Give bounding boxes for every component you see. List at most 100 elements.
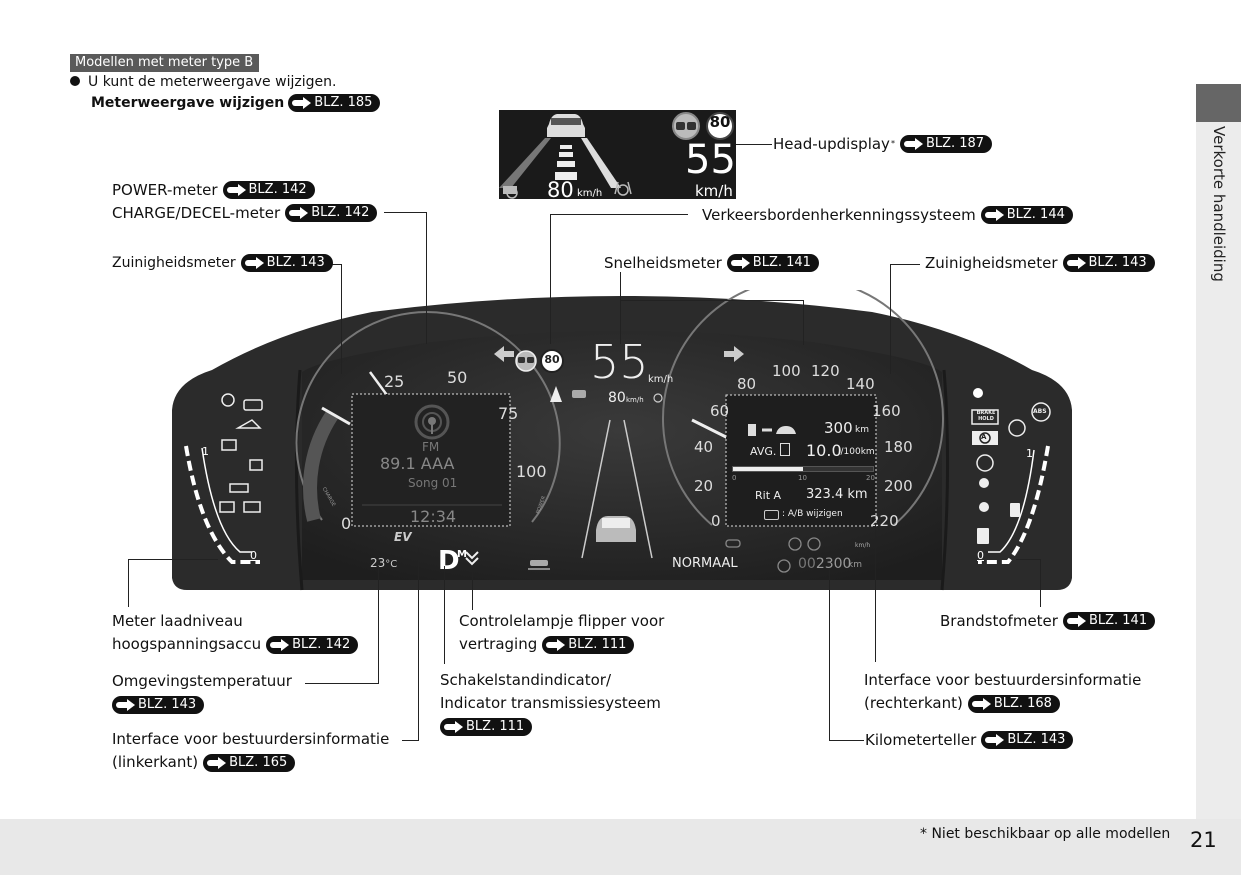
auto-high-beam-icon — [221, 439, 237, 451]
side-tab — [1196, 84, 1241, 819]
airbag-icon — [979, 478, 989, 488]
lane-keep-icon — [614, 181, 632, 196]
right-warning-icons — [971, 388, 1051, 544]
callout-odometer-label: Kilometerteller — [865, 731, 977, 749]
odometer-value: 2300 — [815, 556, 852, 572]
page-ref-badge[interactable]: BLZ. 165 — [203, 753, 296, 772]
callout-temperature: Omgevingstemperatuur BLZ. 143 — [112, 670, 292, 716]
callout-power: POWER-meter BLZ. 142 — [112, 180, 315, 200]
callout-dii-right: Interface voor bestuurdersinformatie (re… — [864, 669, 1141, 715]
parking-lights-icon — [229, 483, 249, 493]
callout-paddle-line1: Controlelampje flipper voor — [459, 612, 665, 630]
page-ref-text: BLZ. 142 — [248, 182, 307, 197]
speed-tick: 60 — [710, 402, 730, 420]
consumption-bar — [732, 466, 874, 472]
page-ref-text: BLZ. 143 — [1007, 732, 1066, 747]
side-tab-label: Verkorte handleiding — [1210, 126, 1228, 282]
battery-level-gauge — [184, 445, 260, 564]
callout-fuel-label: Brandstofmeter — [940, 612, 1058, 630]
page-ref-badge[interactable]: BLZ. 141 — [726, 254, 819, 272]
arrow-right-icon — [724, 346, 744, 362]
dii-right-box — [725, 394, 877, 527]
page-ref-badge[interactable]: BLZ. 168 — [967, 694, 1060, 713]
page-ref-badge[interactable]: BLZ. 143 — [981, 731, 1074, 749]
arrow-icon — [984, 209, 1005, 221]
page-ref-badge[interactable]: BLZ. 141 — [1062, 612, 1156, 630]
change-display-label: Meterweergave wijzigen — [91, 95, 285, 111]
check-engine-icon — [243, 399, 263, 411]
page-ref-badge[interactable]: BLZ. 143 — [112, 695, 205, 714]
callout-dii-right-line2: (rechterkant) — [864, 694, 963, 712]
speed-tick: 80 — [737, 375, 757, 393]
callout-fuel: Brandstofmeter BLZ. 141 — [940, 611, 1156, 631]
battery-full-label: 1 — [202, 445, 209, 458]
page-ref-badge[interactable]: BLZ. 142 — [266, 635, 359, 654]
callout-dii-left: Interface voor bestuurdersinformatie (li… — [112, 728, 389, 774]
info-icon — [788, 537, 802, 551]
hud-lane-right — [581, 138, 621, 188]
fuel-full-label: 1 — [1026, 447, 1033, 460]
page-ref-badge[interactable]: BLZ. 144 — [980, 206, 1073, 224]
fuel-pump-icon — [780, 443, 790, 456]
bullet-label: U kunt de meterweergave wijzigen. — [88, 74, 337, 90]
battery-empty-label: 0 — [250, 549, 257, 562]
arrow-icon — [270, 638, 290, 651]
trip-value: 323.4 km — [806, 487, 868, 502]
power-tick: 0 — [341, 514, 352, 533]
gear-mode: M — [457, 549, 467, 560]
page-ref-text: BLZ. 142 — [311, 205, 370, 220]
arrow-icon — [1066, 257, 1087, 269]
brake-hold-icon — [971, 409, 999, 425]
speed-tick: 100 — [772, 362, 801, 380]
callout-speedometer: Snelheidsmeter BLZ. 141 — [604, 253, 819, 273]
speed-tick: 40 — [694, 438, 714, 456]
audio-track: Song 01 — [408, 476, 458, 490]
page-ref-badge[interactable]: BLZ. 142 — [285, 204, 378, 222]
fuel-door-icon — [1010, 503, 1020, 517]
hud-speed: 55 — [685, 137, 736, 183]
callout-paddle-line2: vertraging — [459, 635, 538, 653]
page-ref-badge[interactable]: BLZ. 143 — [1062, 254, 1155, 272]
page-ref-badge[interactable]: BLZ. 111 — [440, 717, 533, 736]
steering-switch-icon — [764, 510, 779, 520]
odometer: 002300 — [798, 556, 851, 572]
callout-charge: CHARGE/DECEL-meter BLZ. 142 — [112, 203, 378, 223]
speedometer-unit: km/h — [855, 542, 871, 549]
page-ref-badge[interactable]: BLZ. 187 — [899, 135, 993, 153]
page-ref-text: BLZ. 143 — [1088, 255, 1147, 270]
page-ref-text: BLZ. 141 — [752, 255, 811, 270]
speedometer-needle — [691, 418, 729, 440]
odometer-unit: km — [848, 560, 862, 570]
bullet-icon — [70, 76, 80, 86]
arrow-left-icon — [494, 346, 514, 362]
callout-hud: Head-updisplay* BLZ. 187 — [773, 134, 993, 154]
digital-speed-unit: km/h — [648, 374, 674, 385]
acc-icon — [503, 186, 518, 199]
audio-station: 89.1 AAA — [380, 454, 455, 473]
page-ref-text: BLZ. 143 — [138, 696, 197, 712]
hud-graphic — [499, 112, 734, 199]
auto-idle-icon — [777, 559, 791, 573]
hud-distance-bar — [557, 161, 575, 167]
change-display-link[interactable]: Meterweergave wijzigen BLZ. 185 — [91, 94, 381, 112]
fm-radio-icon — [414, 404, 450, 440]
consumption-bar-fill — [733, 467, 803, 471]
brake-hold-line1: BRAKE — [976, 410, 996, 416]
page-ref-badge[interactable]: BLZ. 142 — [222, 181, 315, 199]
speed-tick: 160 — [872, 402, 901, 420]
arrow-icon — [903, 138, 924, 150]
page-ref-badge[interactable]: BLZ. 143 — [240, 254, 333, 272]
avg-label: AVG. — [750, 445, 777, 458]
temperature-unit: °C — [385, 559, 398, 570]
instrument-cluster: 0 25 50 75 100 CHARGE POWER FM 89.1 AAA … — [172, 277, 1072, 602]
arrow-icon — [444, 720, 464, 733]
bar-tick: 0 — [732, 474, 737, 482]
oil-pressure-icon — [235, 419, 262, 429]
page-ref-badge[interactable]: BLZ. 185 — [288, 94, 381, 112]
battery-warning-icon — [219, 501, 235, 513]
callout-economy-left: Zuinigheidsmeter BLZ. 143 — [112, 253, 333, 273]
arrow-icon — [289, 207, 309, 219]
arrow-icon — [226, 184, 247, 196]
page-ref-badge[interactable]: BLZ. 111 — [542, 635, 635, 654]
collision-warning-icon — [572, 390, 586, 398]
